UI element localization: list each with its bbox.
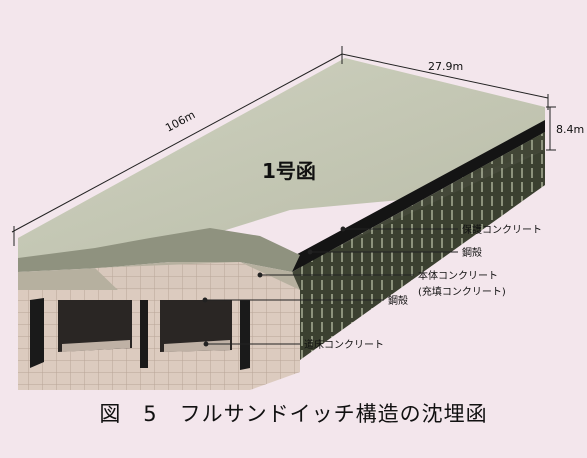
top-surface — [18, 58, 545, 258]
callout-steel-shell-lower: 鋼殻 — [388, 294, 408, 307]
dimension-length-label: 106m — [163, 108, 197, 134]
figure-caption: 図 5 フルサンドイッチ構造の沈埋函 — [99, 402, 488, 426]
unit-name-label: 1号函 — [262, 159, 316, 183]
dimension-height — [546, 106, 556, 151]
tunnel-cell-left — [30, 298, 44, 368]
callout-leaders — [202, 226, 458, 347]
callout-steel-shell-upper: 鋼殻 — [462, 246, 482, 259]
callout-main-concrete: 本体コンクリート — [418, 269, 498, 282]
tunnel-cell-right — [240, 300, 250, 370]
tunnel-cell-middle — [140, 300, 148, 368]
dimension-height-label: 8.4m — [556, 123, 584, 136]
dimension-width-label: 27.9m — [428, 60, 463, 73]
dimension-length — [11, 46, 343, 246]
tunnel-cell-1 — [58, 300, 132, 352]
callout-protective-concrete: 保護コンクリート — [462, 223, 542, 236]
tunnel-cell-2 — [160, 300, 232, 352]
callout-filled-concrete: (充填コンクリート) — [418, 285, 506, 298]
callout-track-bed-concrete: 道床コンクリート — [304, 338, 384, 351]
protective-layer-band — [18, 228, 300, 272]
steel-shell-edge — [290, 120, 545, 272]
